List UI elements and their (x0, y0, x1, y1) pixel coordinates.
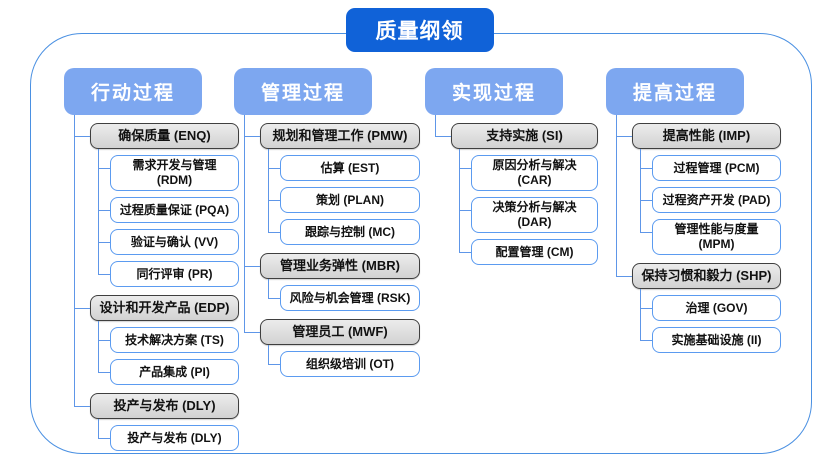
tree-node: 管理性能与度量 (MPM) (640, 213, 781, 255)
leaf-box: 风险与机会管理 (RSK) (280, 285, 420, 311)
tree-node: 策划 (PLAN) (268, 181, 420, 213)
process-column: 实现过程支持实施 (SI) 原因分析与解决 (CAR) 决策分析与解决 (DAR) 配… (425, 68, 598, 265)
leaf-list: 需求开发与管理 (RDM) 过程质量保证 (PQA) 验证与确认 (VV) 同行评审 … (98, 149, 239, 287)
tree-node: 跟踪与控制 (MC) (268, 213, 420, 245)
tree-node: 提高性能 (IMP) 过程管理 (PCM) 过程资产开发 (PAD) 管理性能与度量 … (616, 115, 781, 255)
tree-node: 产品集成 (PI) (98, 353, 239, 385)
group-box: 提高性能 (IMP) (632, 123, 781, 149)
column-header: 实现过程 (425, 68, 564, 115)
group-list: 确保质量 (ENQ) 需求开发与管理 (RDM) 过程质量保证 (PQA) 验证与确认… (74, 115, 239, 451)
leaf-box: 实施基础设施 (II) (652, 327, 781, 353)
tree-node: 估算 (EST) (268, 149, 420, 181)
leaf-box: 需求开发与管理 (RDM) (110, 155, 239, 191)
group-box: 规划和管理工作 (PMW) (260, 123, 420, 149)
leaf-list: 风险与机会管理 (RSK) (268, 279, 420, 311)
tree-node: 过程资产开发 (PAD) (640, 181, 781, 213)
leaf-box: 过程管理 (PCM) (652, 155, 781, 181)
group-list: 支持实施 (SI) 原因分析与解决 (CAR) 决策分析与解决 (DAR) 配置管理 … (435, 115, 598, 265)
diagram-title: 质量纲领 (345, 8, 494, 52)
leaf-box: 估算 (EST) (280, 155, 420, 181)
leaf-list: 技术解决方案 (TS) 产品集成 (PI) (98, 321, 239, 385)
column-header: 行动过程 (64, 68, 203, 115)
group-box: 管理员工 (MWF) (260, 319, 420, 345)
leaf-box: 同行评审 (PR) (110, 261, 239, 287)
tree-node: 确保质量 (ENQ) 需求开发与管理 (RDM) 过程质量保证 (PQA) 验证与确认… (74, 115, 239, 287)
group-box: 支持实施 (SI) (451, 123, 598, 149)
group-box: 确保质量 (ENQ) (90, 123, 239, 149)
leaf-box: 跟踪与控制 (MC) (280, 219, 420, 245)
leaf-box: 技术解决方案 (TS) (110, 327, 239, 353)
tree-node: 规划和管理工作 (PMW) 估算 (EST) 策划 (PLAN) 跟踪与控制 (MC) (244, 115, 420, 245)
leaf-box: 策划 (PLAN) (280, 187, 420, 213)
tree-node: 组织级培训 (OT) (268, 345, 420, 377)
tree-node: 同行评审 (PR) (98, 255, 239, 287)
leaf-box: 投产与发布 (DLY) (110, 425, 239, 451)
tree-node: 支持实施 (SI) 原因分析与解决 (CAR) 决策分析与解决 (DAR) 配置管理 … (435, 115, 598, 265)
tree-node: 验证与确认 (VV) (98, 223, 239, 255)
column-header: 管理过程 (234, 68, 373, 115)
leaf-box: 决策分析与解决 (DAR) (471, 197, 598, 233)
tree-node: 原因分析与解决 (CAR) (459, 149, 598, 191)
process-column: 管理过程规划和管理工作 (PMW) 估算 (EST) 策划 (PLAN) 跟踪与控制 … (234, 68, 420, 377)
leaf-list: 原因分析与解决 (CAR) 决策分析与解决 (DAR) 配置管理 (CM) (459, 149, 598, 265)
leaf-box: 管理性能与度量 (MPM) (652, 219, 781, 255)
tree-node: 保持习惯和毅力 (SHP) 治理 (GOV) 实施基础设施 (II) (616, 255, 781, 353)
tree-node: 过程管理 (PCM) (640, 149, 781, 181)
group-box: 保持习惯和毅力 (SHP) (632, 263, 781, 289)
group-box: 管理业务弹性 (MBR) (260, 253, 420, 279)
leaf-list: 估算 (EST) 策划 (PLAN) 跟踪与控制 (MC) (268, 149, 420, 245)
leaf-box: 过程质量保证 (PQA) (110, 197, 239, 223)
tree-node: 投产与发布 (DLY) (98, 419, 239, 451)
leaf-box: 组织级培训 (OT) (280, 351, 420, 377)
leaf-list: 投产与发布 (DLY) (98, 419, 239, 451)
tree-node: 管理员工 (MWF) 组织级培训 (OT) (244, 311, 420, 377)
tree-node: 决策分析与解决 (DAR) (459, 191, 598, 233)
leaf-box: 原因分析与解决 (CAR) (471, 155, 598, 191)
group-list: 提高性能 (IMP) 过程管理 (PCM) 过程资产开发 (PAD) 管理性能与度量 … (616, 115, 781, 353)
group-list: 规划和管理工作 (PMW) 估算 (EST) 策划 (PLAN) 跟踪与控制 (MC)… (244, 115, 420, 377)
column-header: 提高过程 (606, 68, 745, 115)
tree-node: 投产与发布 (DLY) 投产与发布 (DLY) (74, 385, 239, 451)
tree-node: 需求开发与管理 (RDM) (98, 149, 239, 191)
group-box: 投产与发布 (DLY) (90, 393, 239, 419)
tree-node: 管理业务弹性 (MBR) 风险与机会管理 (RSK) (244, 245, 420, 311)
leaf-box: 过程资产开发 (PAD) (652, 187, 781, 213)
leaf-list: 组织级培训 (OT) (268, 345, 420, 377)
tree-node: 配置管理 (CM) (459, 233, 598, 265)
leaf-list: 过程管理 (PCM) 过程资产开发 (PAD) 管理性能与度量 (MPM) (640, 149, 781, 255)
leaf-box: 治理 (GOV) (652, 295, 781, 321)
tree-node: 技术解决方案 (TS) (98, 321, 239, 353)
tree-node: 过程质量保证 (PQA) (98, 191, 239, 223)
process-column: 行动过程确保质量 (ENQ) 需求开发与管理 (RDM) 过程质量保证 (PQA) 验… (64, 68, 239, 451)
tree-node: 实施基础设施 (II) (640, 321, 781, 353)
tree-node: 治理 (GOV) (640, 289, 781, 321)
leaf-box: 验证与确认 (VV) (110, 229, 239, 255)
leaf-box: 产品集成 (PI) (110, 359, 239, 385)
tree-node: 风险与机会管理 (RSK) (268, 279, 420, 311)
leaf-box: 配置管理 (CM) (471, 239, 598, 265)
process-column: 提高过程提高性能 (IMP) 过程管理 (PCM) 过程资产开发 (PAD) 管理性能… (606, 68, 781, 353)
group-box: 设计和开发产品 (EDP) (90, 295, 239, 321)
leaf-list: 治理 (GOV) 实施基础设施 (II) (640, 289, 781, 353)
tree-node: 设计和开发产品 (EDP) 技术解决方案 (TS) 产品集成 (PI) (74, 287, 239, 385)
